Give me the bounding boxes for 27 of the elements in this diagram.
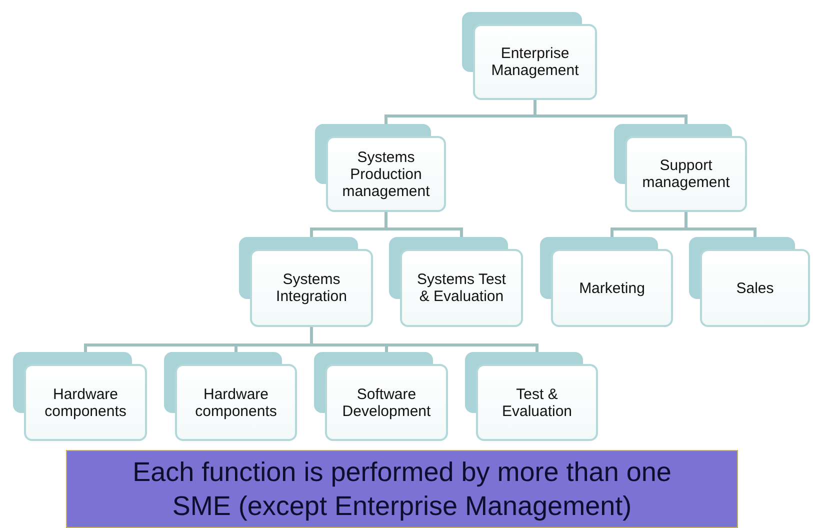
org-box [465, 352, 598, 441]
connector-line [310, 327, 538, 352]
connector-line [684, 212, 756, 237]
org-box [689, 237, 810, 327]
box-label: Systems Test & Evaluation [416, 271, 507, 305]
box-label: Systems Production management [341, 148, 431, 200]
org-box [315, 124, 446, 212]
org-box [164, 352, 297, 441]
box-label: Test & Evaluation [500, 386, 574, 420]
connector-line [384, 212, 463, 237]
org-box [389, 237, 523, 327]
box-label: Hardware components [44, 386, 128, 420]
org-box [13, 352, 147, 441]
box-label: Systems Integration [275, 271, 348, 305]
org-box [314, 352, 448, 441]
note-banner [66, 450, 738, 528]
org-box [614, 124, 747, 212]
note-text: Each function is performed by more than one SME (except Enterprise Management) [132, 456, 672, 523]
org-box [540, 237, 673, 327]
org-box [462, 12, 597, 100]
box-label: Enterprise Management [490, 45, 580, 79]
box-label: Hardware components [194, 386, 278, 420]
box-label: Marketing [579, 280, 645, 296]
box-label: Software Development [341, 386, 432, 420]
box-label: Support management [641, 157, 731, 191]
org-box [239, 237, 373, 327]
box-label: Sales [736, 280, 774, 296]
